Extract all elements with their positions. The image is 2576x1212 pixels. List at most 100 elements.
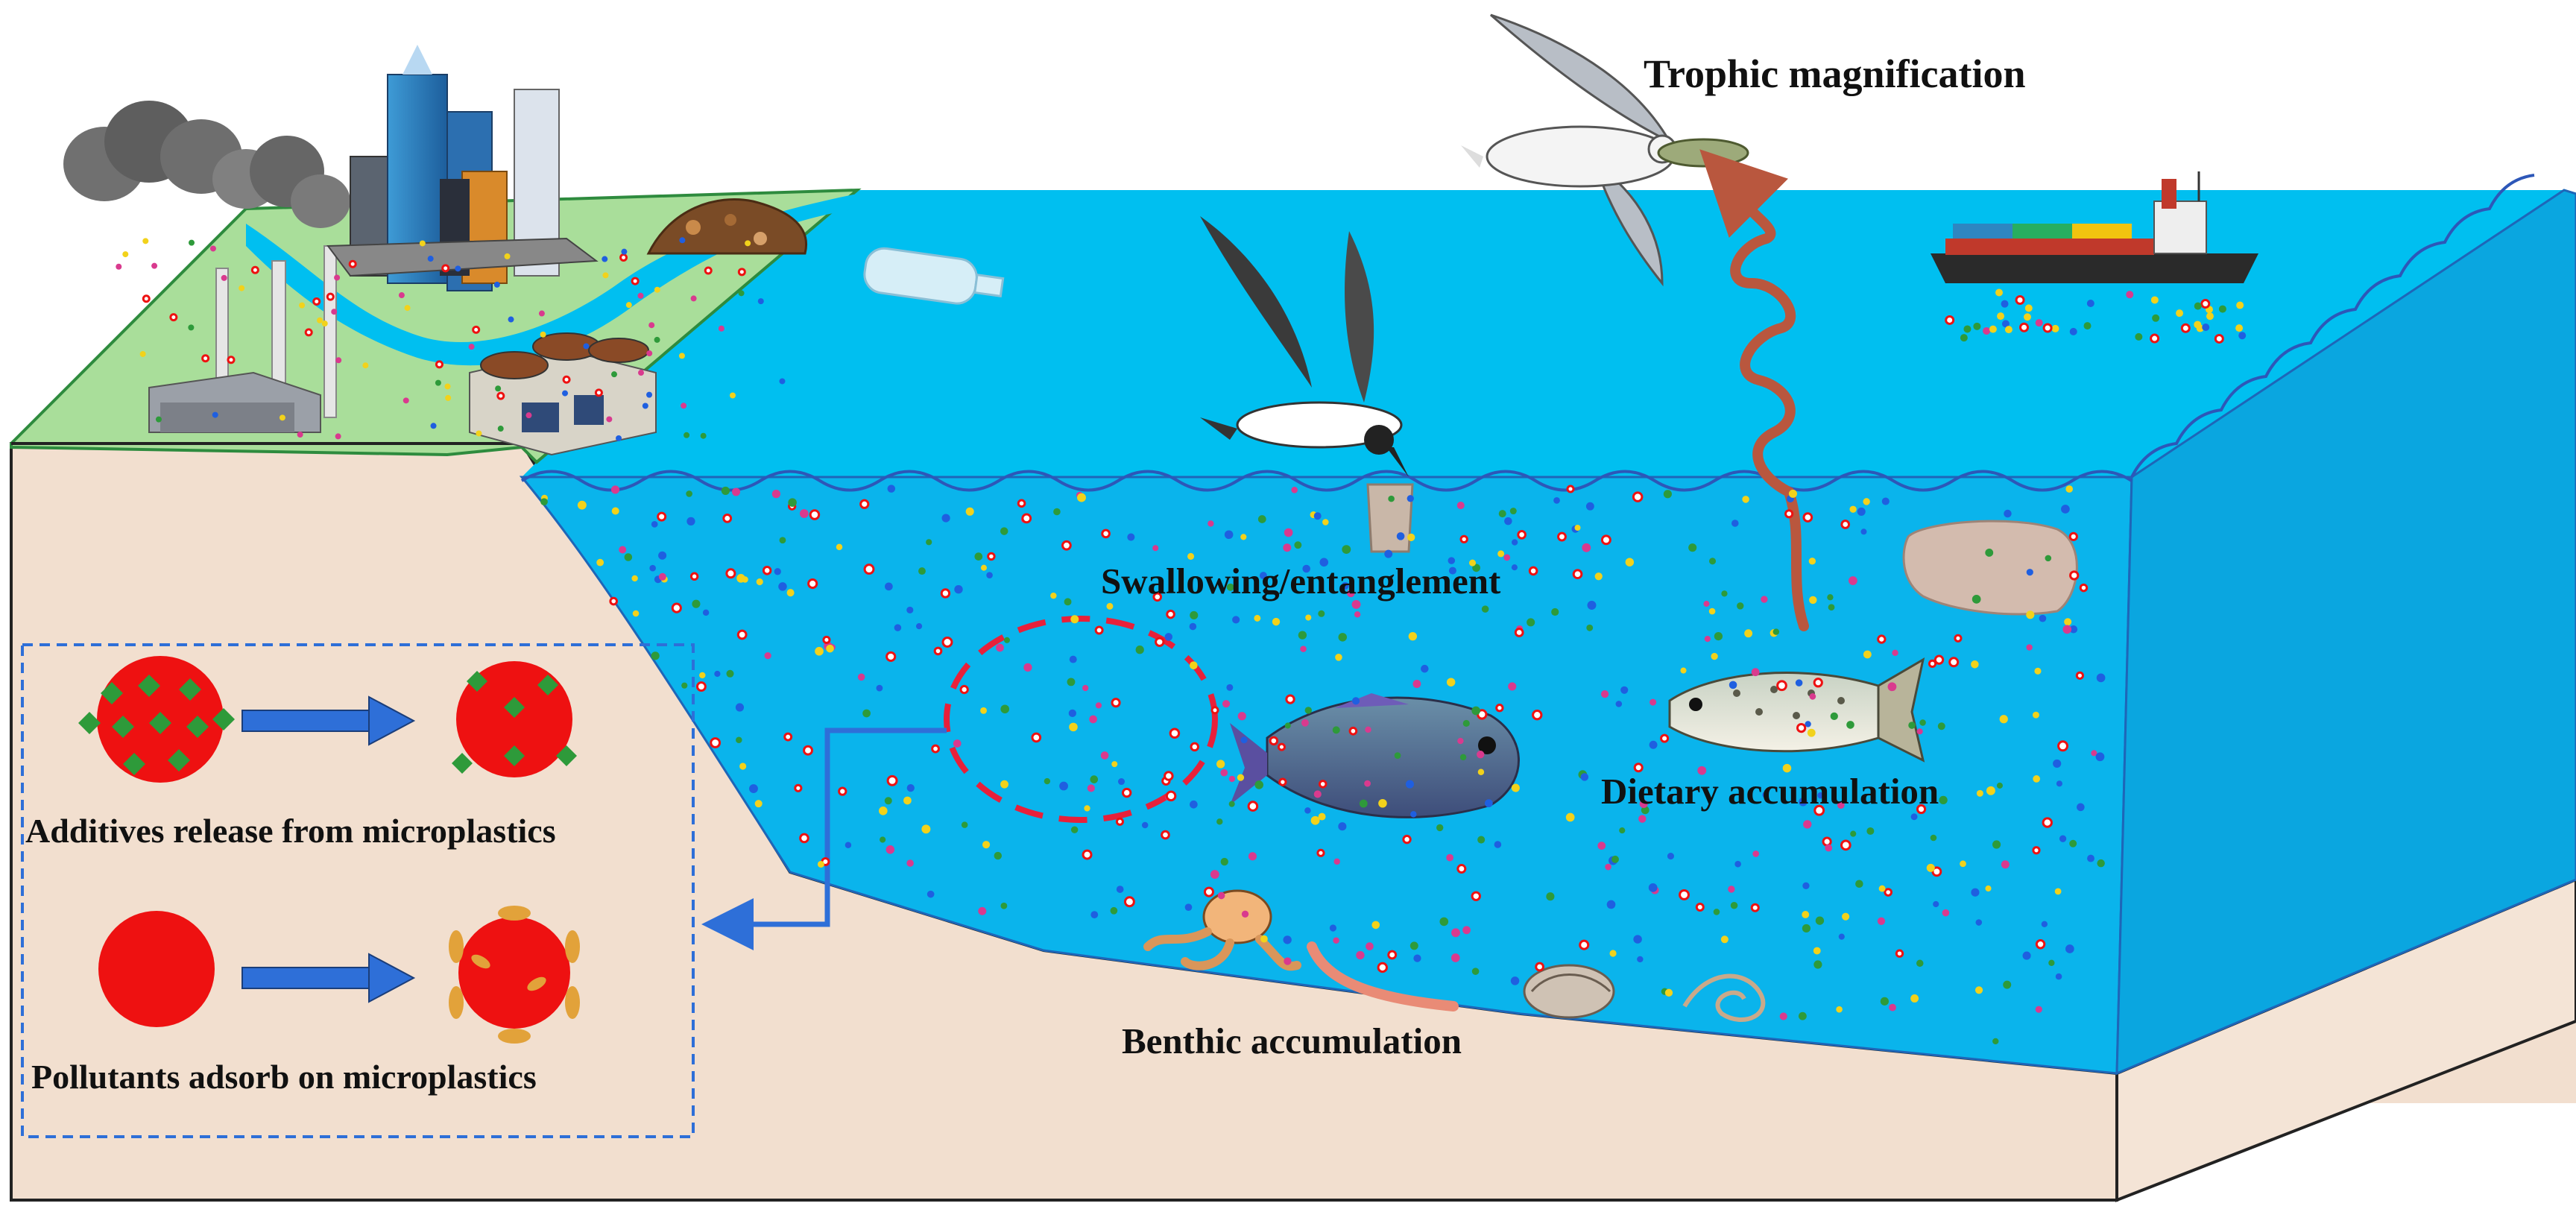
microplastic-particle xyxy=(838,786,847,796)
microplastic-particle xyxy=(1291,486,1298,493)
microplastic-particle xyxy=(885,582,893,591)
microplastic-particle xyxy=(1497,550,1505,558)
microplastic-particle xyxy=(1597,842,1606,850)
microplastic-particle xyxy=(540,331,546,338)
microplastic-particle xyxy=(1203,886,1215,897)
microplastic-particle xyxy=(1067,678,1076,687)
microplastic-particle xyxy=(1750,903,1760,912)
microplastic-particle xyxy=(1115,817,1124,826)
microplastic-particle xyxy=(1566,485,1575,493)
microplastic-particle xyxy=(1364,780,1371,787)
microplastic-particle xyxy=(745,240,751,247)
microplastic-particle xyxy=(921,824,931,834)
microplastic-particle xyxy=(495,385,502,392)
microplastic-particle xyxy=(1572,569,1583,580)
microplastic-particle xyxy=(1000,704,1010,714)
label-benthic-accumulation: Benthic accumulation xyxy=(1122,1020,1462,1061)
microplastic-particle xyxy=(764,651,771,660)
microplastic-particle xyxy=(1190,742,1200,752)
microplastic-particle xyxy=(725,568,736,579)
microplastic-particle xyxy=(779,537,786,544)
microplastic-particle xyxy=(441,264,450,273)
microplastic-particle xyxy=(1384,549,1393,558)
microplastic-particle xyxy=(1017,499,1026,508)
microplastic-particle xyxy=(749,784,758,793)
microplastic-particle xyxy=(619,253,628,262)
microplastic-with-additives-icon xyxy=(78,656,235,783)
microplastic-particle xyxy=(1742,496,1749,503)
microplastic-particle xyxy=(863,564,875,575)
microplastic-particle xyxy=(1504,517,1512,525)
microplastic-particle xyxy=(982,841,991,849)
microplastic-particle xyxy=(815,646,824,656)
microplastic-particle xyxy=(1983,326,1991,335)
microplastic-particle xyxy=(2218,305,2226,313)
microplastic-particle xyxy=(1495,704,1504,713)
microplastic-particle xyxy=(1632,491,1644,502)
microplastic-particle xyxy=(1782,763,1792,773)
microplastic-particle xyxy=(1535,962,1544,972)
microplastic-particle xyxy=(876,684,883,692)
microplastic-particle xyxy=(1498,510,1506,518)
microplastic-particle xyxy=(2001,320,2010,328)
microplastic-particle xyxy=(619,546,627,554)
microplastic-particle xyxy=(1190,610,1199,619)
microplastic-particle xyxy=(1477,836,1486,844)
microplastic-particle xyxy=(1600,690,1609,698)
microplastic-particle xyxy=(1220,857,1228,866)
microplastic-particle xyxy=(2059,835,2067,842)
microplastic-particle xyxy=(221,274,227,281)
microplastic-particle xyxy=(1551,607,1559,616)
microplastic-particle xyxy=(1813,804,1825,816)
microplastic-particle xyxy=(2062,625,2072,634)
microplastic-particle xyxy=(1580,773,1589,781)
microplastic-particle xyxy=(1633,763,1644,773)
microplastic-particle xyxy=(692,599,701,608)
microplastic-particle xyxy=(879,807,888,815)
microplastic-particle xyxy=(886,845,895,854)
microplastic-particle xyxy=(1064,598,1072,606)
microplastic-particle xyxy=(1365,726,1371,733)
microplastic-particle xyxy=(1992,1038,1999,1045)
microplastic-particle xyxy=(562,390,569,397)
microplastic-particle xyxy=(2035,939,2046,950)
microplastic-particle xyxy=(631,277,640,285)
microplastic-particle xyxy=(783,732,793,742)
label-dietary-accumulation: Dietary accumulation xyxy=(1601,771,1939,812)
microplastic-particle xyxy=(1565,812,1575,822)
microplastic-particle xyxy=(1283,935,1292,944)
microplastic-particle xyxy=(646,350,653,357)
microplastic-particle xyxy=(1586,624,1594,631)
microplastic-particle xyxy=(1971,888,1980,897)
microplastic-particle xyxy=(1695,902,1705,912)
microplastic-particle xyxy=(894,624,902,631)
microplastic-particle xyxy=(1933,654,1945,665)
microplastic-particle xyxy=(1802,911,1810,918)
microplastic-particle xyxy=(1713,909,1720,915)
microplastic-particle xyxy=(2079,583,2089,593)
microplastic-particle xyxy=(1155,637,1165,647)
microplastic-particle xyxy=(1222,700,1231,708)
microplastic-particle xyxy=(1995,288,2003,297)
microplastic-particle xyxy=(1916,728,1923,735)
microplastic-particle xyxy=(1241,910,1249,918)
microplastic-particle xyxy=(2003,980,2012,989)
microplastic-particle xyxy=(803,745,813,756)
microplastic-particle xyxy=(1842,912,1850,921)
microplastic-particle xyxy=(2194,302,2202,310)
microplastic-particle xyxy=(1594,572,1603,581)
microplastic-particle xyxy=(1926,863,1935,872)
microplastic-particle xyxy=(1697,766,1707,775)
zoom-circle xyxy=(944,616,1218,823)
microplastic-particle xyxy=(710,737,722,748)
microplastic-particle xyxy=(1809,596,1817,605)
microplastic-particle xyxy=(1863,498,1870,505)
microplastic-particle xyxy=(1877,634,1887,644)
microplastic-particle xyxy=(334,274,341,281)
microplastic-particle xyxy=(2054,888,2062,895)
landfill-icon xyxy=(646,198,807,255)
microplastic-particle xyxy=(1123,896,1135,908)
microplastic-particle xyxy=(2075,671,2084,680)
microplastic-particle xyxy=(1117,777,1126,786)
microplastic-particle xyxy=(1111,698,1121,708)
